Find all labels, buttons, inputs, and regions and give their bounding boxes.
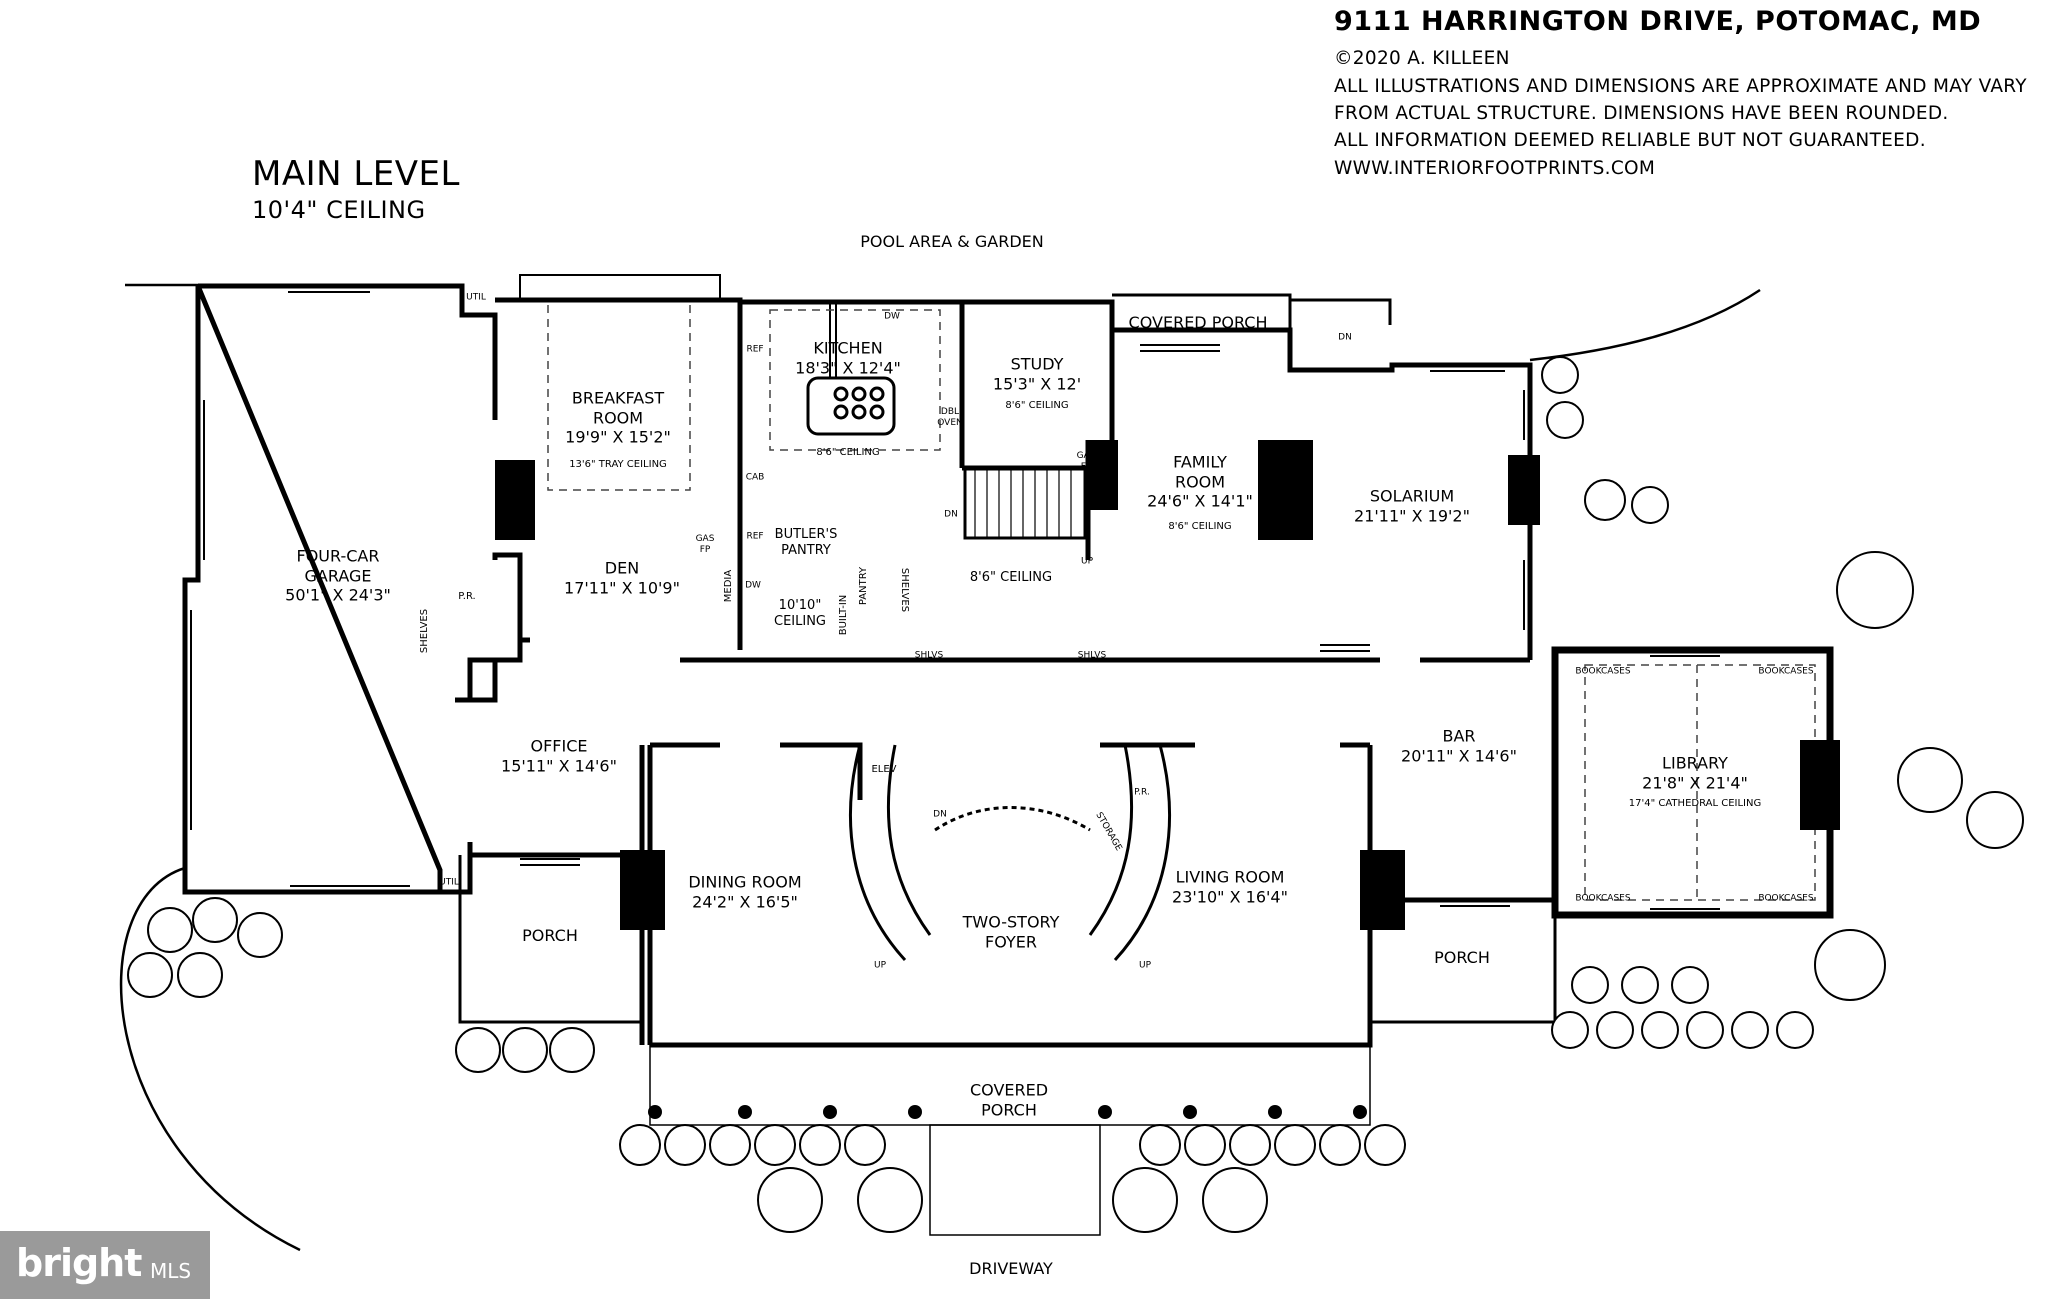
family-fireplace-label: FP [1273,494,1285,505]
study-walls [962,299,1115,560]
pantry-ref-label: REF [746,531,764,542]
powder-room-label-foyer: P.R. [1134,787,1150,798]
foyer-stair-dn: DN [933,809,947,820]
porch-right-outline [1370,915,1557,1024]
office-walls [470,745,645,1045]
website-link[interactable]: WWW.INTERIORFOOTPRINTS.COM [1334,158,1656,179]
kitchen-island [806,376,896,436]
study-ceiling-note: 8'6" CEILING [1005,399,1069,411]
porch-left-label: PORCH [522,926,578,946]
cabinet-label: CAB [745,472,765,483]
level-ceiling: 10'4" CEILING [252,196,426,224]
living-bar-walls [1100,660,1558,1045]
built-in-label: BUILT-IN [837,594,849,636]
driveway-curve [119,866,301,1252]
hall-ceiling-note: 8'6" CEILING [969,570,1053,586]
garage-walls [182,283,498,895]
bookcases-label-bl: BOOKCASES [1575,893,1631,904]
shelves-label-2: SHLVS [1077,650,1107,661]
util-label-top: UTIL [466,292,486,303]
pantry-label: PANTRY [857,566,869,606]
library-walls [1551,646,1834,919]
watermark-brand: bright [16,1241,142,1285]
kitchen-ceiling-note: 8'6" CEILING [816,446,880,458]
library-ceiling-note: 17'4" CATHEDRAL CEILING [1628,797,1762,809]
bright-mls-watermark: bright MLS [0,1231,210,1299]
shelves-label-1: SHLVS [914,650,944,661]
foyer-arc [934,806,1091,832]
porch-left-outline [458,855,642,1024]
kitchen-ref-label: REF [746,344,764,355]
rear-landing [519,274,721,300]
disclaimer-line-2: FROM ACTUAL STRUCTURE. DIMENSIONS HAVE B… [1334,103,1949,124]
breakfast-ceiling-note: 13'6" TRAY CEILING [569,458,667,470]
garage-shelves-label: SHELVES [418,608,430,654]
pantry-shelves-label: SHELVES [899,567,911,613]
disclaimer-line-3: ALL INFORMATION DEEMED RELIABLE BUT NOT … [1334,130,1926,151]
left-curved-stair [848,744,932,962]
elevator-label: ELEV [871,763,897,775]
left-stair-up: UP [873,960,887,971]
copyright-line: ©2020 A. KILLEEN [1334,48,1510,69]
disclaimer-line-1: ALL ILLUSTRATIONS AND DIMENSIONS ARE APP… [1334,76,2027,97]
right-curved-stair [1088,744,1172,962]
media-label: MEDIA [722,569,734,603]
util-label-bottom: UTIL [439,877,459,888]
pool-area-label: POOL AREA & GARDEN [860,232,1044,252]
watermark-suffix: MLS [150,1259,192,1283]
family-ceiling-note: 8'6" CEILING [1168,520,1232,532]
study-stair-dn: DN [944,509,958,520]
bookcases-label-tr: BOOKCASES [1758,666,1814,677]
east-path-curve [1529,288,1761,362]
powder-room-label-garage: P.R. [458,590,476,602]
porch-right-label: PORCH [1434,948,1490,968]
property-address: 9111 HARRINGTON DRIVE, POTOMAC, MD [1334,6,1982,37]
rear-covered-porch-label: COVERED PORCH [1128,313,1268,333]
bookcases-label-br: BOOKCASES [1758,893,1814,904]
rear-porch-dn: DN [1338,332,1352,343]
rear-porch-outline [1112,293,1392,330]
pantry-dw-label: DW [745,580,761,591]
right-stair-up: UP [1138,960,1152,971]
washer-dryer-label: W/D [510,512,530,523]
kitchen-dw-label: DW [884,311,900,322]
butlers-pantry-ceiling-note: 10'10"CEILING [774,598,826,629]
study-stair-up: UP [1080,556,1094,567]
level-title: MAIN LEVEL [252,154,460,194]
driveway-label: DRIVEWAY [969,1259,1053,1279]
bookcases-label-tl: BOOKCASES [1575,666,1631,677]
